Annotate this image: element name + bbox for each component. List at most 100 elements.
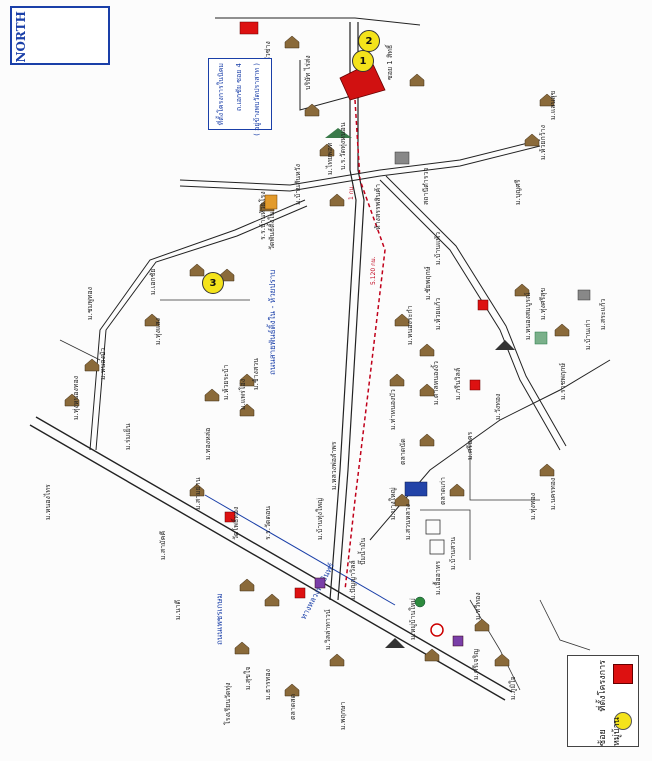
place-label: วัดโพธิ์ทอง (230, 507, 240, 540)
place-label: ม.ชมพูทอง (86, 287, 94, 320)
place-label: ม.ธารทอง (264, 669, 272, 700)
legend: ที่ตั้งโครงการ ซ้อยหมู่บ้าน (567, 655, 639, 747)
place-label: ม.นครทอง (549, 478, 557, 510)
temple-icon (264, 194, 278, 210)
shop-icon (452, 635, 464, 647)
market-icon (429, 539, 445, 555)
place-label: ม.สุขใจ (243, 667, 252, 690)
building-icon (577, 289, 591, 301)
house-icon (189, 483, 205, 497)
house-icon (524, 133, 540, 147)
gas-station-icon (430, 623, 444, 637)
place-label: ตลาดนัด (399, 438, 407, 465)
place-label: ม.วังทอง (494, 394, 502, 420)
house-icon (494, 653, 510, 667)
hospital-icon (294, 587, 306, 599)
place-label: ม.ศรีนคร (466, 431, 474, 460)
place-label: ม.แสนสุข (549, 90, 557, 120)
highway-blue-line (204, 494, 396, 606)
street-grid-4 (469, 599, 521, 691)
house-icon (204, 388, 220, 402)
house-icon (329, 653, 345, 667)
place-label: บ.ร.วัดทุ่งหนอน (339, 122, 347, 170)
place-label: ม.หนองไทร (43, 484, 52, 520)
house-icon (474, 618, 490, 632)
place-label: วัดพันธ์ติ้งใน (265, 211, 276, 250)
house-icon (284, 683, 300, 697)
place-label: ม.ราชพฤกษ์ (559, 363, 567, 400)
road-label-distance-1: 5.120 กม. (370, 256, 377, 285)
building-icon (534, 331, 548, 345)
info-line-1: ที่ตั้งโครงการในนิคม (217, 63, 225, 126)
shop-icon (314, 577, 326, 589)
place-label: ม.นาดี (174, 600, 182, 620)
project-info-box: ที่ตั้งโครงการในนิคม ถ.เอกชัย ซอย 4 ( อย… (208, 58, 272, 136)
place-label: ม.สวนหลวง (404, 504, 412, 540)
school-icon (477, 299, 489, 311)
place-label: ม.ห้วยกว้าง (539, 125, 547, 160)
marker-1[interactable]: 1 (352, 50, 374, 72)
house-icon (419, 343, 435, 357)
temple-icon (239, 21, 259, 35)
place-label: ม.บ้านสันหวัง (294, 164, 302, 205)
road-right-2 (385, 175, 567, 447)
pagoda-icon (385, 638, 405, 648)
place-label: ตลาดเก่า (439, 477, 447, 505)
house-icon (554, 323, 570, 337)
house-icon (449, 483, 465, 497)
marker-2[interactable]: 2 (358, 30, 380, 52)
route-red-dashed (344, 99, 386, 591)
road-central (329, 22, 365, 601)
house-icon (419, 433, 435, 447)
place-label: สถานีตำรวจ (422, 168, 430, 206)
info-line-3: ( อยู่ข้างพบวัดปราสาท ) (253, 63, 261, 136)
house-icon (539, 463, 555, 477)
info-line-2: ถ.เอกชัย ซอย 4 (235, 63, 243, 112)
house-icon (264, 593, 280, 607)
house-icon (409, 73, 425, 87)
place-label: ม.ทุ่งทอง (529, 493, 537, 520)
house-icon (319, 143, 335, 157)
place-label: ม.ตาลหนองงิ้ว (429, 361, 440, 405)
place-label: ม.เอื้ออาทร (431, 561, 442, 595)
place-label: ม.หนองบัว (99, 348, 107, 380)
place-label: ซอย 1 สิทธิ์ (384, 43, 394, 80)
place-label: ม.หนองระกำ (406, 305, 414, 345)
place-label: ม.ทุ่งแสง (154, 318, 162, 345)
place-label: ตลาดสด (289, 694, 297, 720)
marker-3[interactable]: 3 (202, 272, 224, 294)
place-label: ม.บางใหญ่ (388, 487, 397, 520)
street-grid-1 (469, 440, 540, 501)
legend-project-swatch (613, 664, 633, 684)
building-icon (325, 128, 352, 138)
school-icon (469, 379, 481, 391)
place-label: ม.บ้านแพ้ว (434, 232, 442, 265)
store-icon (404, 481, 428, 497)
factory-icon (394, 151, 410, 165)
house-icon (144, 313, 160, 327)
village-icons (64, 35, 570, 697)
road-top-branch (299, 60, 356, 111)
place-label: ม.แพร่โอ่ง (238, 379, 247, 410)
road-left-2 (95, 205, 308, 451)
house-icon (304, 103, 320, 117)
house-icon (514, 283, 530, 297)
street-grid-5 (59, 339, 101, 361)
bank-icon (414, 596, 426, 608)
place-label: ม.บ้านเก่า (584, 319, 592, 350)
place-label: บริษัท ไร่ส่ง (303, 55, 312, 90)
place-label: ม.เอกชัย (149, 268, 157, 295)
place-label: ห้างสรรพสินค้า (374, 184, 382, 230)
place-label: โรงเรียนวัดทุ่ง (223, 683, 232, 726)
place-label: ม.บุญศรี (514, 179, 522, 205)
place-label: ม.หมู่บ้านใหม่ (408, 598, 417, 640)
house-icon (389, 373, 405, 387)
place-label: ม.ทุ่งหนองทอง (72, 376, 80, 420)
place-label: ม.สระแก้ว (599, 299, 607, 330)
road-label-main: ถนนสายพันธ์ติ้งใน - ห้วยปราบ (266, 270, 277, 375)
place-label: ม.ทวีทอง (474, 592, 482, 620)
school-icon (224, 511, 236, 523)
north-label: NORTH (14, 11, 28, 63)
